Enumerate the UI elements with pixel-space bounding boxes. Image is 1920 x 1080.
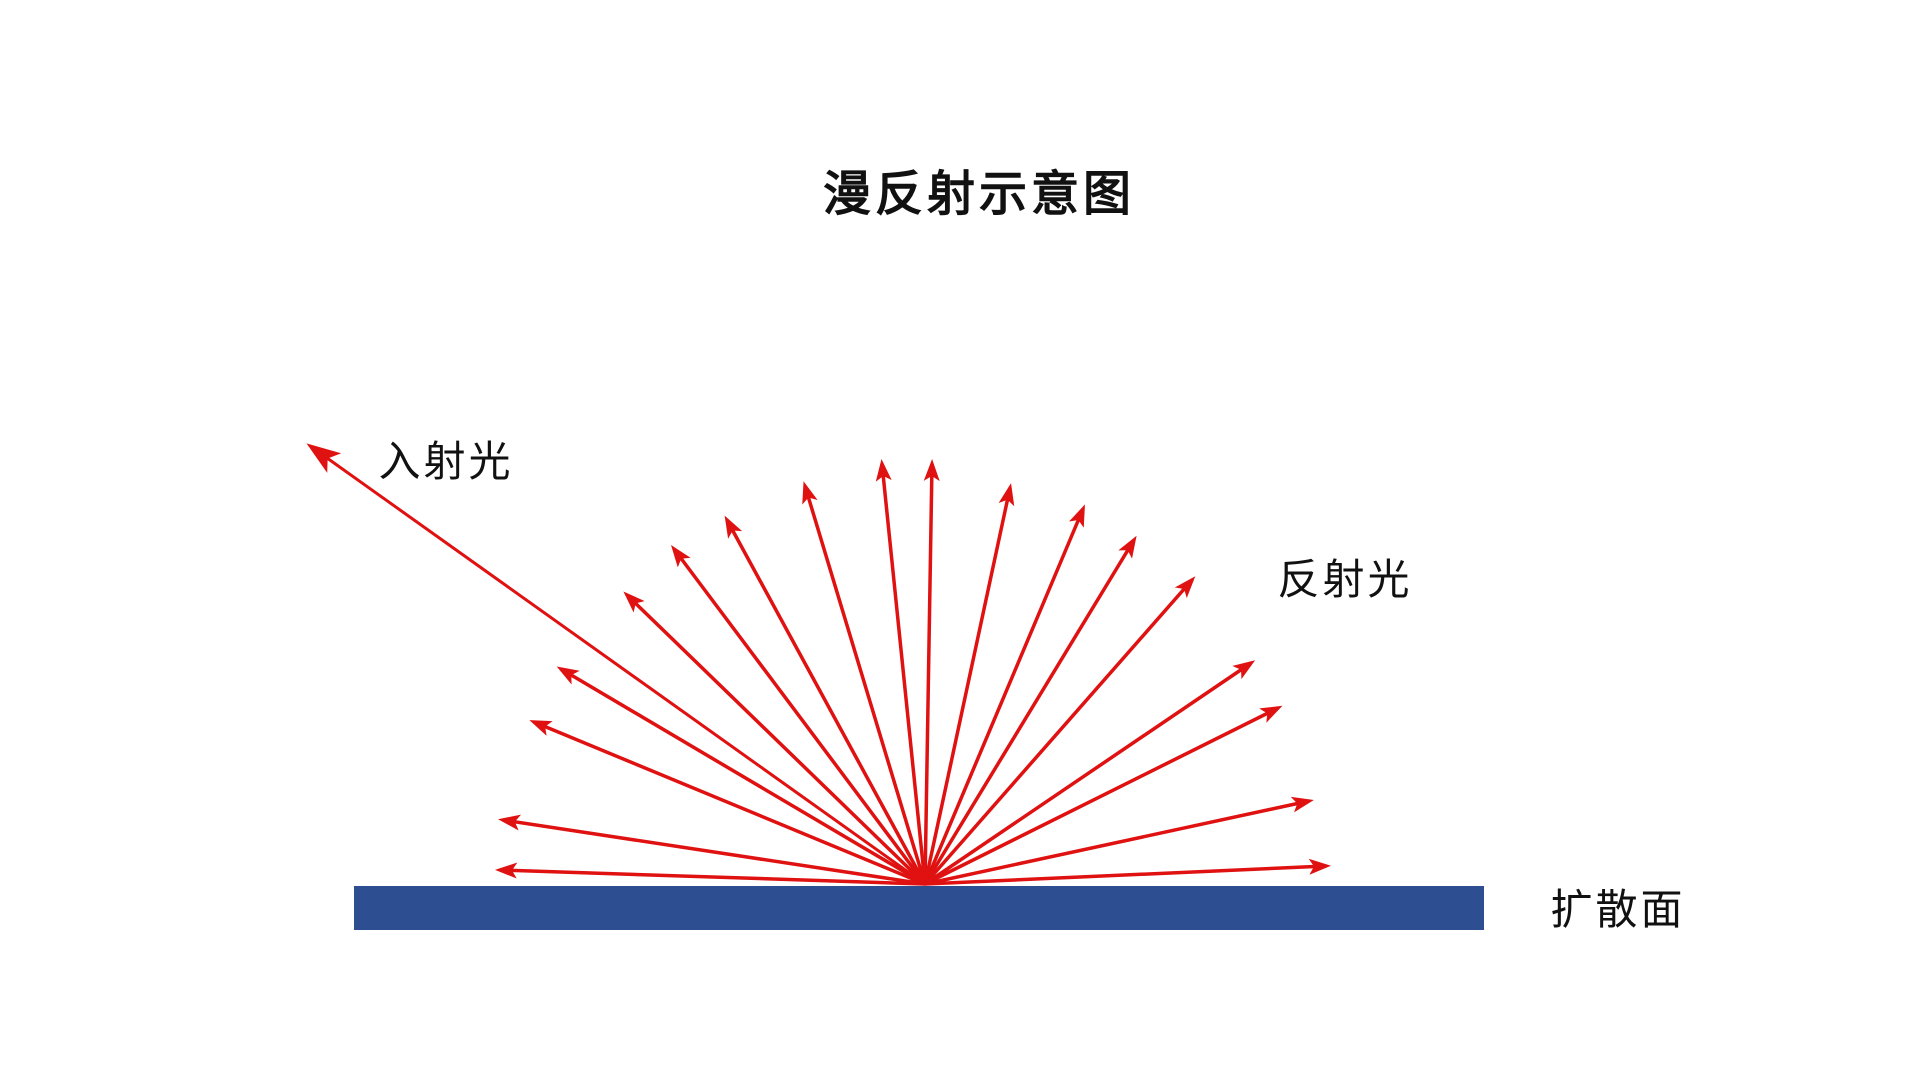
reflected-ray xyxy=(924,705,1283,886)
reflected-ray xyxy=(923,459,940,885)
reflected-ray xyxy=(623,591,927,886)
reflected-rays-group xyxy=(495,459,1331,886)
reflected-ray xyxy=(924,796,1314,886)
diffuse-surface-bar xyxy=(354,886,1484,930)
reflected-ray xyxy=(923,504,1085,885)
reflected-ray xyxy=(802,481,927,885)
reflected-ray xyxy=(529,720,926,886)
incident-ray xyxy=(306,443,926,886)
reflected-ray xyxy=(875,459,927,885)
reflected-ray xyxy=(495,862,926,886)
diagram-title: 漫反射示意图 xyxy=(823,168,1135,221)
reflected-ray xyxy=(556,666,926,886)
reflected-ray xyxy=(924,858,1331,886)
reflected-ray xyxy=(671,544,927,886)
reflected-ray xyxy=(924,660,1256,886)
reflected-ray xyxy=(923,576,1196,886)
reflected-ray xyxy=(923,483,1015,885)
reflected-ray xyxy=(923,535,1137,885)
reflected-ray xyxy=(724,515,927,885)
reflected-ray xyxy=(498,814,926,886)
reflected-light-label: 反射光 xyxy=(1277,556,1412,603)
diffuse-surface-label: 扩散面 xyxy=(1550,886,1685,933)
incident-light-label: 入射光 xyxy=(378,438,513,485)
